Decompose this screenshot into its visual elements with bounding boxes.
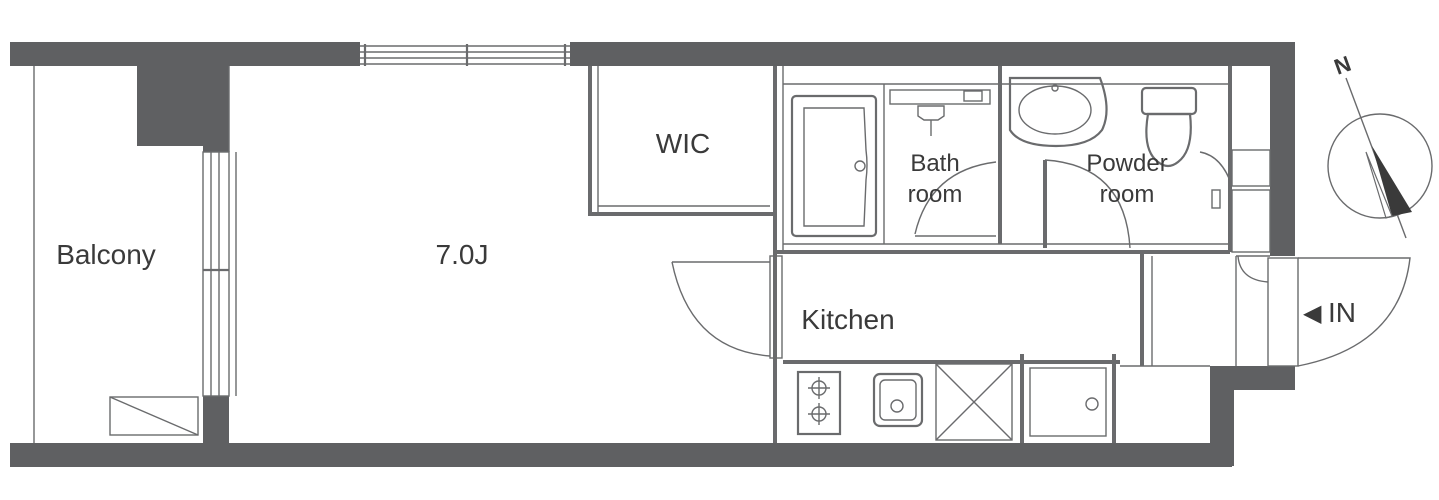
kitchen-counter (796, 354, 1116, 443)
bathtub (790, 84, 885, 244)
exterior-walls (10, 42, 1295, 467)
living-room-label: 7.0J (436, 239, 489, 270)
toilet (1140, 86, 1198, 168)
powder-door (1043, 159, 1131, 249)
bath-faucet (889, 89, 991, 136)
entrance-label: IN (1328, 297, 1356, 328)
compass: N (1327, 51, 1433, 239)
balcony-label: Balcony (56, 239, 156, 270)
powder-label-line1: Powder (1086, 150, 1167, 177)
entrance-door (1267, 257, 1411, 367)
entrance-arrow-icon: ◀ (1303, 300, 1322, 327)
interior-walls (773, 66, 1270, 443)
bath-door (914, 161, 997, 237)
balcony-door (202, 151, 237, 397)
powder-label-line2: room (1100, 181, 1155, 208)
north-label: N (1331, 51, 1354, 80)
burner-top (808, 377, 830, 399)
kitchen-label: Kitchen (801, 304, 894, 335)
bath-label-line2: room (908, 181, 963, 208)
balcony-area (33, 66, 199, 443)
burner-bottom (808, 403, 830, 425)
wic-closet (588, 66, 775, 216)
bath-label-line1: Bath (910, 150, 959, 177)
wic-label: WIC (656, 128, 710, 159)
powder-sink (1008, 76, 1108, 148)
top-window (360, 44, 570, 66)
kitchen-door (671, 255, 783, 359)
entrance-storage (1199, 149, 1271, 283)
